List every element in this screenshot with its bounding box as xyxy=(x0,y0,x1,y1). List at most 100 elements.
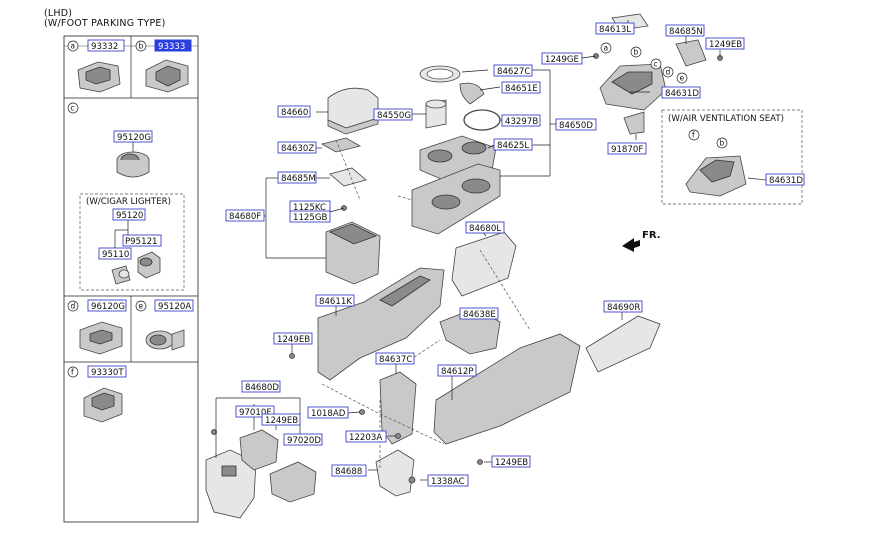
callout-text-1338ac: 1338AC xyxy=(431,477,465,487)
legend-code-e: 95120A xyxy=(158,302,191,312)
air-circle-f: f xyxy=(692,131,695,140)
callout-84612p[interactable] xyxy=(437,364,477,377)
callout-text-84631d-air: 84631D xyxy=(769,176,803,186)
callout-84680f[interactable] xyxy=(225,209,265,222)
callout-1249eb-right[interactable] xyxy=(491,455,531,468)
lighter-code-1: 95120 xyxy=(116,211,143,221)
air-vent-title: (W/AIR VENTILATION SEAT) xyxy=(668,114,784,124)
legend-code-box-b-selected[interactable] xyxy=(154,39,192,52)
callout-text-1249eb-right: 1249EB xyxy=(495,458,528,468)
switch-93333-illustration xyxy=(145,59,189,93)
callout-84613l[interactable] xyxy=(595,22,635,35)
callout-84627c[interactable] xyxy=(493,64,533,77)
mat-84685m-shape xyxy=(329,167,367,187)
callout-text-84638e: 84638E xyxy=(463,310,496,320)
power-outlet-illustration xyxy=(116,151,150,178)
callout-1125gb[interactable] xyxy=(289,210,331,223)
callout-text-84630z: 84630Z xyxy=(281,144,314,154)
callout-1338ac[interactable] xyxy=(427,474,469,487)
callout-text-84680f: 84680F xyxy=(229,212,261,222)
ring-43297b-shape xyxy=(463,109,501,131)
callout-text-84680d: 84680D xyxy=(245,383,279,393)
cigar-lighter-title: (W/CIGAR LIGHTER) xyxy=(86,197,171,207)
air-vent-group xyxy=(661,109,803,205)
panel-84612p-shape xyxy=(433,333,581,445)
legend-table: a 93332 b 93333 c 95120G xyxy=(63,35,199,523)
callout-text-1249eb-top: 1249EB xyxy=(709,40,742,50)
vent-97020d-shape xyxy=(269,461,317,503)
callout-text-84631d: 84631D xyxy=(665,89,699,99)
callout-12203a[interactable] xyxy=(345,430,387,443)
part-circle-c: c xyxy=(654,60,658,69)
callout-text-84650d: 84650D xyxy=(559,121,593,131)
callout-97020d[interactable] xyxy=(283,433,323,446)
callout-1249ge[interactable] xyxy=(541,52,583,65)
callout-1018ad[interactable] xyxy=(307,406,349,419)
front-direction-arrow: FR. xyxy=(622,230,661,252)
callout-84660[interactable] xyxy=(277,105,311,118)
part-circle-d: d xyxy=(666,68,671,77)
legend-circle-a xyxy=(67,40,79,52)
part-circle-e: e xyxy=(680,74,685,83)
callout-84650d[interactable] xyxy=(555,118,597,131)
callout-text-1249ge: 1249GE xyxy=(545,55,579,65)
callout-84638e[interactable] xyxy=(459,307,499,320)
callout-84625l[interactable] xyxy=(493,138,533,151)
lighter-code-box-2[interactable] xyxy=(122,234,162,247)
callout-text-84625l: 84625L xyxy=(497,141,529,151)
pad-84630z-shape xyxy=(320,137,362,153)
legend-key-a: a xyxy=(71,42,76,51)
callout-84631d-air[interactable] xyxy=(765,173,805,186)
callout-text-91870f: 91870F xyxy=(611,145,643,155)
callout-84680d[interactable] xyxy=(241,380,281,393)
legend-key-e: e xyxy=(139,302,144,311)
header-line-1: (LHD) xyxy=(44,8,73,19)
legend-code-box-e[interactable] xyxy=(154,299,194,312)
callout-84630z[interactable] xyxy=(277,141,317,154)
callout-43297b[interactable] xyxy=(501,114,541,127)
lighter-code-3: 95110 xyxy=(102,250,129,260)
callout-84685m[interactable] xyxy=(277,171,317,184)
legend-code-a: 93332 xyxy=(91,42,118,52)
callout-1249eb-mid[interactable] xyxy=(261,413,301,426)
callout-84611k[interactable] xyxy=(315,294,355,307)
legend-code-box-f[interactable] xyxy=(87,365,127,378)
callout-text-84688: 84688 xyxy=(335,467,362,477)
callout-84690r[interactable] xyxy=(603,300,643,313)
callout-text-1249eb-mid: 1249EB xyxy=(265,416,298,426)
callout-text-84550g: 84550G xyxy=(377,111,411,121)
legend-code-box-d[interactable] xyxy=(87,299,127,312)
callout-text-84627c: 84627C xyxy=(497,67,530,77)
callout-text-1125kc: 1125KC xyxy=(293,203,326,213)
bracket-84685n-shape xyxy=(675,39,707,67)
part-circle-a: a xyxy=(604,44,609,53)
console-main-84611k-shape xyxy=(317,267,445,381)
callout-97010f[interactable] xyxy=(235,405,275,418)
callout-text-84680l: 84680L xyxy=(469,224,501,234)
callout-text-84637c: 84637C xyxy=(379,355,412,365)
callout-84680l[interactable] xyxy=(465,221,505,234)
callout-84688[interactable] xyxy=(331,464,367,477)
callout-91870f[interactable] xyxy=(607,142,647,155)
lighter-code-2: P95121 xyxy=(125,237,158,247)
legend-key-f: f xyxy=(71,368,74,377)
cigar-lighter-illustration xyxy=(111,251,161,285)
callout-84685n[interactable] xyxy=(665,24,705,37)
callout-84651e[interactable] xyxy=(501,81,541,94)
callout-text-1018ad: 1018AD xyxy=(311,409,346,419)
callout-84637c[interactable] xyxy=(375,352,415,365)
legend-circle-f xyxy=(67,366,79,378)
callout-text-97020d: 97020D xyxy=(287,436,321,446)
callout-text-84612p: 84612P xyxy=(441,367,474,377)
callout-text-84611k: 84611K xyxy=(319,297,352,307)
outlet-95120a-illustration xyxy=(145,329,185,351)
callout-84631d[interactable] xyxy=(661,86,701,99)
callout-text-43297b: 43297B xyxy=(505,117,538,127)
callout-1249eb-left[interactable] xyxy=(273,332,313,345)
callout-84550g[interactable] xyxy=(373,108,413,121)
legend-code-box-a[interactable] xyxy=(87,39,125,52)
lighter-code-box-1[interactable] xyxy=(112,208,146,221)
vent-97010f-shape xyxy=(239,429,279,471)
callout-1249eb-top[interactable] xyxy=(705,37,745,50)
